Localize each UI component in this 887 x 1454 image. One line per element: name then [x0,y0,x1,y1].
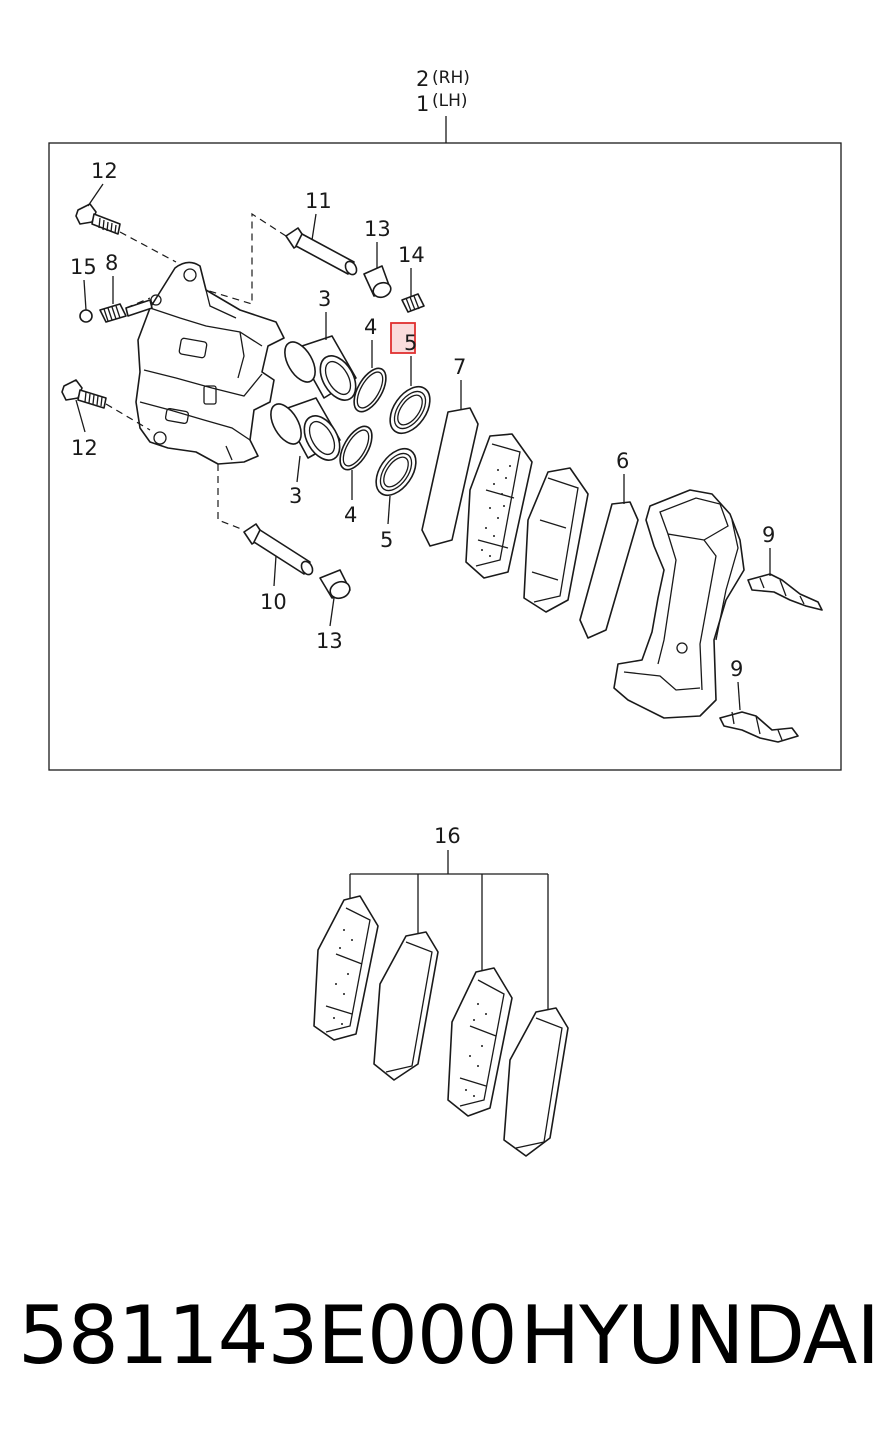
dash-bolt-lower [105,403,151,431]
callout-shim-outer: 7 [453,355,466,379]
callout-dust-boot-upper: 5 [404,331,417,355]
piston-upper [284,335,357,401]
callout-pin-upper: 11 [305,189,332,213]
callout-piston-lower: 3 [289,484,302,508]
caliper-carrier-bracket [613,489,745,719]
assembly-rh-number: 2 [416,67,429,91]
piston-seal-upper [353,367,387,413]
dash-pin-upper [205,212,287,305]
guide-pin-lower [243,523,314,576]
leader-boot-lower [329,597,335,627]
caliper-housing [135,261,285,465]
bolt-lower [61,379,107,409]
callout-seal-lower: 4 [344,503,357,527]
brake-pad-outer [465,433,533,579]
callout-seal-upper: 4 [364,315,377,339]
kit-pad-4 [503,1007,569,1157]
pin-boot-upper [363,265,392,299]
brake-caliper-exploded-diagram: 2 (RH) 1 (LH) 12 15 8 [48,67,842,1157]
leader-pad-kit [349,850,549,1012]
bleeder-screw [79,299,153,323]
callout-bolt-upper: 12 [91,159,118,183]
callout-shim-inner: 6 [616,449,629,473]
brake-pad-inner [523,467,589,613]
kit-pad-1 [313,895,379,1041]
pin-boot-lower [319,569,351,600]
highlight-box [390,322,416,354]
pad-clip-upper [747,573,823,611]
piston-lower [270,397,341,461]
callout-pad-kit: 16 [434,824,461,848]
callout-bolt-lower: 12 [71,436,98,460]
leader-piston-lower [296,455,301,483]
piston-seal-lower-inner [342,429,370,467]
callout-boot-lower: 13 [316,629,343,653]
dash-bolt-upper [119,231,177,263]
piston-seal-lower [339,425,373,471]
dust-boot-upper [389,386,431,434]
shim-outer [421,407,479,547]
piston-seal-upper-inner [356,371,384,409]
callout-pin-lower: 10 [260,590,287,614]
leader-bolt-upper [87,183,104,207]
dash-pin-lower [217,464,245,531]
guide-pin-upper [285,227,358,276]
assembly-frame [48,142,842,771]
kit-pad-2 [373,931,439,1081]
dash-bleeder [125,297,151,309]
callout-clip-lower: 9 [730,657,743,681]
kit-pad-3 [447,967,513,1117]
assembly-lh-number: 1 [416,92,429,116]
assembly-rh-side: (RH) [432,68,470,88]
bolt-upper [75,203,121,235]
assembly-lh-side: (LH) [432,91,468,111]
callout-bleeder-body: 8 [105,251,118,275]
leader-clip-lower [737,681,741,711]
shim-inner [579,501,639,639]
leader-dust-boot-lower [387,495,391,525]
bleeder-cap [401,293,425,313]
leader-bolt-lower [75,399,86,433]
brand-name: HYUNDAI [520,1289,880,1382]
leader-pin-lower [273,555,277,587]
leader-pin-upper [311,213,317,241]
callout-bleeder-cap: 14 [398,243,425,267]
callout-clip-upper: 9 [762,523,775,547]
callout-piston-upper: 3 [318,287,331,311]
part-number: 581143E000 [18,1289,518,1382]
callout-bleeder-screw: 15 [70,255,97,279]
leader-bleeder-screw [83,279,87,311]
callout-dust-boot-lower: 5 [380,528,393,552]
dust-boot-lower [375,448,417,496]
pad-clip-lower [719,711,799,743]
callout-boot-upper: 13 [364,217,391,241]
